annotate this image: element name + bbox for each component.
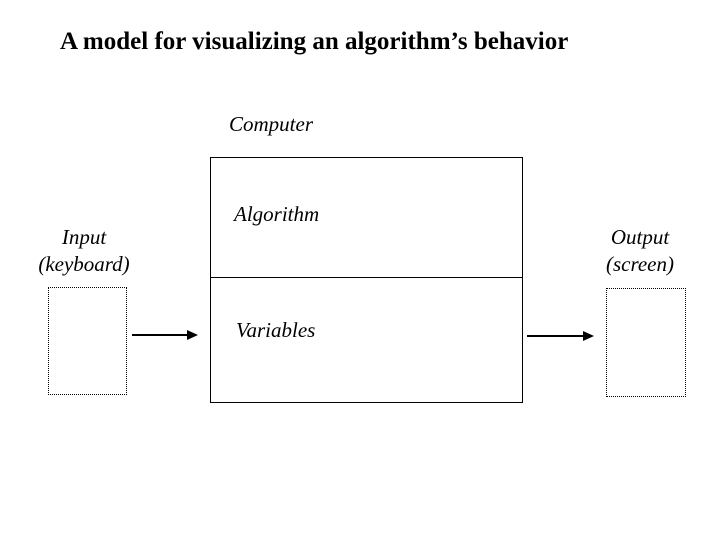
output-arrow-shaft [527, 335, 585, 337]
output-arrow [527, 331, 594, 341]
input-arrow-shaft [132, 334, 189, 336]
computer-label: Computer [229, 112, 313, 136]
input-dotted-box [48, 287, 127, 395]
slide-title: A model for visualizing an algorithm’s b… [60, 28, 569, 55]
variables-label: Variables [236, 318, 316, 342]
output-label: Output (screen) [560, 224, 720, 278]
input-label-line2: (keyboard) [38, 252, 130, 276]
output-arrowhead-icon [583, 331, 594, 341]
algorithm-compartment: Algorithm [211, 158, 522, 278]
output-label-line1: Output [610, 225, 670, 249]
input-arrow [132, 330, 198, 340]
input-arrowhead-icon [187, 330, 198, 340]
input-label: Input (keyboard) [4, 224, 164, 278]
output-dotted-box [606, 288, 686, 397]
algorithm-label: Algorithm [234, 202, 320, 226]
variables-compartment: Variables [211, 278, 522, 402]
computer-box: Algorithm Variables [210, 157, 523, 403]
output-label-line2: (screen) [605, 252, 674, 276]
input-label-line1: Input [61, 225, 107, 249]
